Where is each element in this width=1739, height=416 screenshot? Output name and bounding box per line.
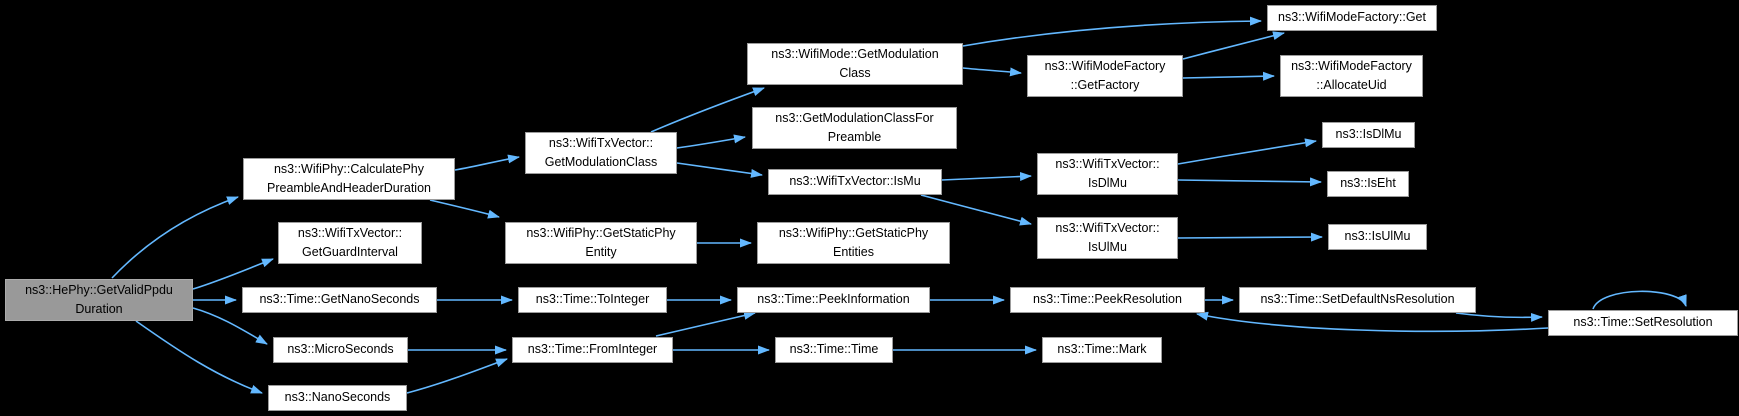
graph-node-time-frominteger[interactable]: ns3::Time::FromInteger [512,337,673,363]
graph-node-wifimodefactory-allocateuid[interactable]: ns3::WifiModeFactory ::AllocateUid [1280,55,1423,97]
edge-wifimodefactory-getfactory-to-wifimodefactory-allocateuid [1182,71,1275,81]
edge-hephy-getvalidppduduration-to-microseconds [192,307,268,345]
graph-node-time-tointeger[interactable]: ns3::Time::ToInteger [518,287,667,313]
edge-hephy-getvalidppduduration-to-wifitxvector-getguardinterval [192,258,274,290]
graph-node-wifitxvector-ismu[interactable]: ns3::WifiTxVector::IsMu [768,169,942,195]
graph-node-time-getnanoseconds[interactable]: ns3::Time::GetNanoSeconds [242,287,437,313]
graph-node-wifimode-getmodulationclass[interactable]: ns3::WifiMode::GetModulation Class [747,43,963,85]
edge-hephy-getvalidppduduration-to-wifiphy-calculatephypreambleandheaderduration [111,196,239,279]
graph-node-wifitxvector-getguardinterval[interactable]: ns3::WifiTxVector:: GetGuardInterval [278,222,422,264]
graph-node-nanoseconds[interactable]: ns3::NanoSeconds [268,385,407,411]
graph-node-microseconds[interactable]: ns3::MicroSeconds [273,337,408,363]
graph-node-time-peekinformation[interactable]: ns3::Time::PeekInformation [737,287,930,313]
edge-time-setresolution-to-time-peekresolution [1196,311,1549,333]
graph-node-hephy-getvalidppduduration[interactable]: ns3::HePhy::GetValidPpdu Duration [5,279,193,321]
edge-hephy-getvalidppduduration-to-nanoseconds [135,320,263,394]
edge-wifitxvector-isulmu-to-isulmu [1177,232,1323,242]
graph-node-wifimodefactory-getfactory[interactable]: ns3::WifiModeFactory ::GetFactory [1027,55,1183,97]
graph-node-wifimodefactory-get[interactable]: ns3::WifiModeFactory::Get [1267,5,1437,31]
edge-wifitxvector-isdlmu-to-isdlmu [1177,138,1317,165]
edge-wifitxvector-ismu-to-wifitxvector-isdlmu [941,171,1032,181]
graph-node-time-setdefaultnsresolution[interactable]: ns3::Time::SetDefaultNsResolution [1239,287,1476,313]
edge-wifitxvector-getmodulationclass-to-wifitxvector-ismu [676,162,763,178]
graph-node-getmodulationclassforpreamble[interactable]: ns3::GetModulationClassFor Preamble [752,107,957,149]
graph-node-isulmu[interactable]: ns3::IsUlMu [1328,224,1427,250]
graph-node-time-mark[interactable]: ns3::Time::Mark [1042,337,1162,363]
edge-wifiphy-calculatephypreambleandheaderduration-to-wifiphy-getstaticphyentity [429,199,500,219]
edge-wifitxvector-isdlmu-to-iseht [1177,177,1322,187]
graph-node-wifitxvector-getmodulationclass[interactable]: ns3::WifiTxVector:: GetModulationClass [525,132,677,174]
graph-node-isdlmu[interactable]: ns3::IsDlMu [1322,122,1415,148]
graph-node-time-peekresolution[interactable]: ns3::Time::PeekResolution [1010,287,1205,313]
edge-wifitxvector-ismu-to-wifitxvector-isulmu [920,194,1032,226]
graph-node-wifitxvector-isulmu[interactable]: ns3::WifiTxVector:: IsUlMu [1037,217,1178,259]
edge-wifimodefactory-getfactory-to-wifimodefactory-get [1182,31,1285,60]
edge-time-frominteger-to-time-peekinformation [655,311,756,337]
edge-nanoseconds-to-time-frominteger [406,358,508,394]
graph-node-wifiphy-getstaticphyentities[interactable]: ns3::WifiPhy::GetStaticPhy Entities [757,222,950,264]
graph-node-wifiphy-calculatephypreambleandheaderduration[interactable]: ns3::WifiPhy::CalculatePhy PreambleAndHe… [243,158,455,200]
edge-wifimode-getmodulationclass-to-wifimodefactory-getfactory [962,67,1022,77]
edge-wifimode-getmodulationclass-to-wifimodefactory-get [962,16,1262,47]
edge-wifitxvector-getmodulationclass-to-wifimode-getmodulationclass [650,87,765,133]
edge-wifiphy-calculatephypreambleandheaderduration-to-wifitxvector-getmodulationclass [454,154,520,171]
graph-node-wifiphy-getstaticphyentity[interactable]: ns3::WifiPhy::GetStaticPhy Entity [505,222,697,264]
graph-node-wifitxvector-isdlmu[interactable]: ns3::WifiTxVector:: IsDlMu [1037,153,1178,195]
graph-node-time-setresolution[interactable]: ns3::Time::SetResolution [1548,310,1738,336]
edge-time-setresolution-to-time-setresolution [1592,290,1687,310]
graph-node-iseht[interactable]: ns3::IsEht [1327,171,1409,197]
graph-node-time-time[interactable]: ns3::Time::Time [775,337,893,363]
edge-time-setdefaultnsresolution-to-time-setresolution [1455,312,1543,322]
edge-wifitxvector-getmodulationclass-to-getmodulationclassforpreamble [676,134,746,149]
